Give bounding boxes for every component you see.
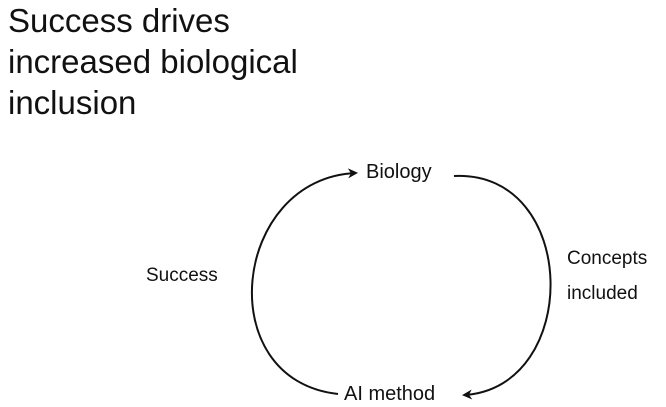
title-line-1: Success drives: [8, 2, 230, 39]
edge-label-included: included: [567, 283, 638, 304]
slide-title: Success drives increased biological incl…: [8, 0, 428, 123]
title-line-2: increased biological: [8, 43, 298, 80]
concepts-included-arrow: [453, 174, 552, 400]
node-ai-method: AI method: [344, 383, 436, 405]
edge-label-concepts: Concepts: [567, 248, 648, 269]
node-biology: Biology: [366, 161, 432, 183]
success-arrow: [250, 168, 358, 395]
title-line-3: inclusion: [8, 84, 137, 121]
edge-label-success: Success: [146, 265, 218, 286]
